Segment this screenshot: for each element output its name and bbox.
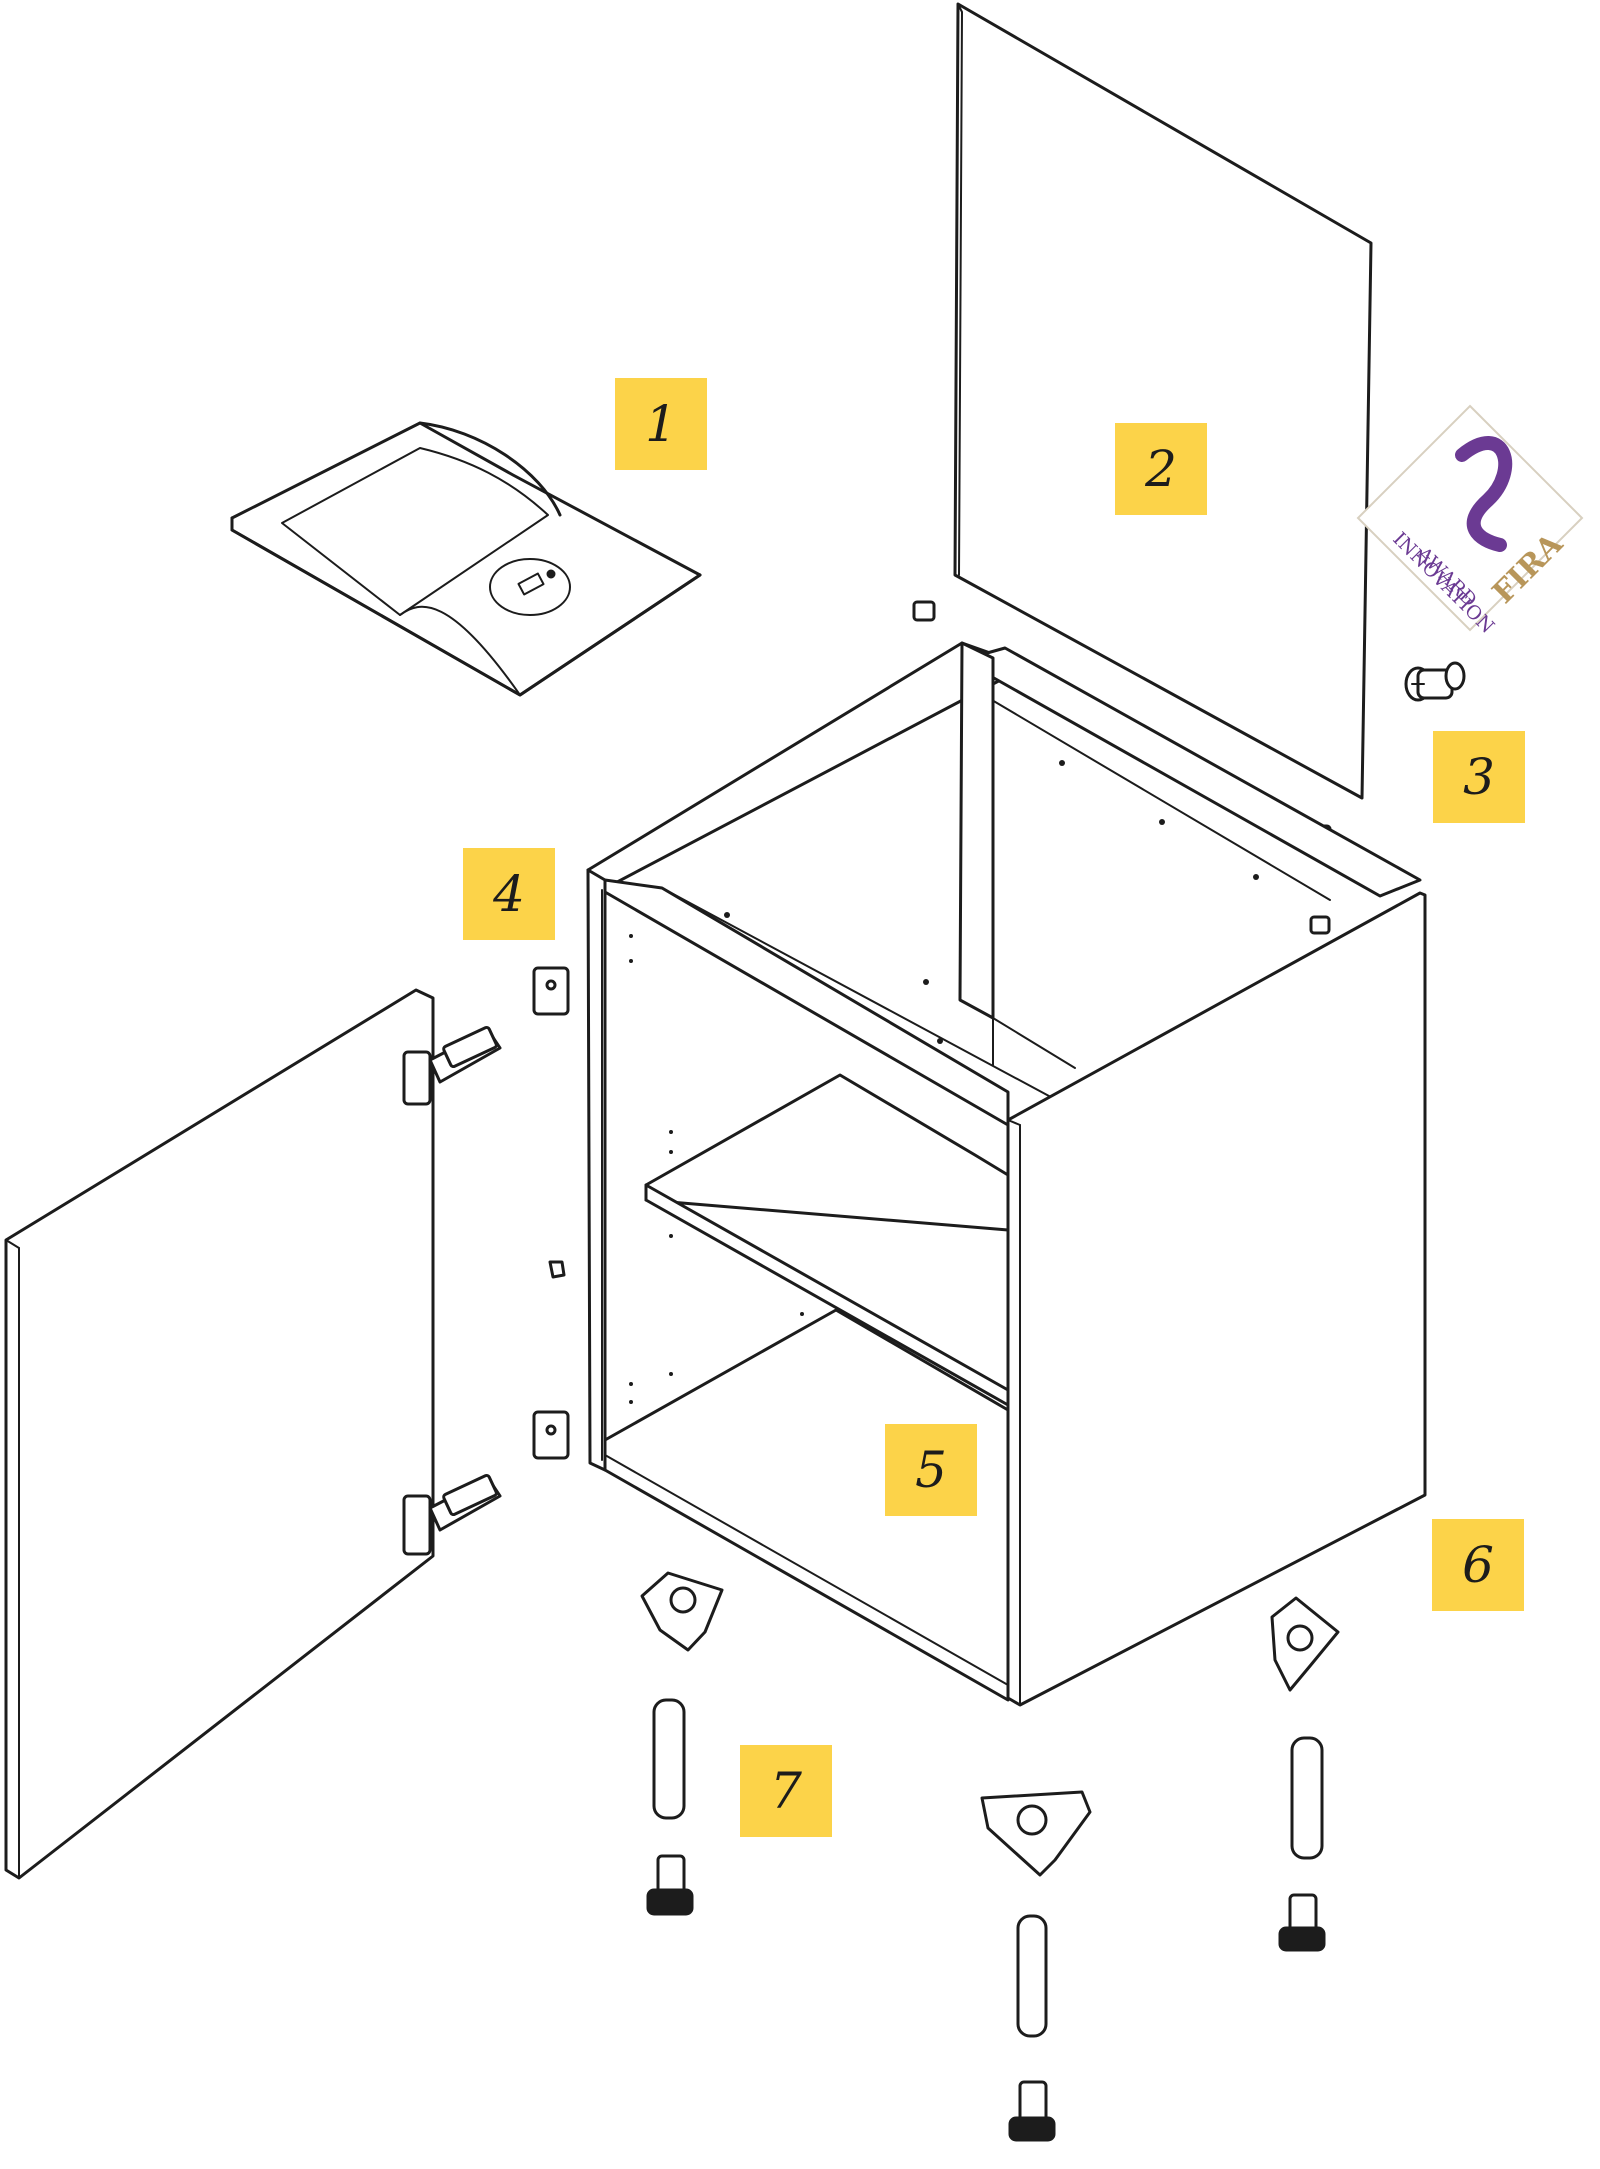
adjustable-feet bbox=[646, 1854, 1326, 2142]
hinges bbox=[402, 966, 570, 1556]
cam-screw-part bbox=[1404, 661, 1466, 702]
part-label-1: 1 bbox=[615, 378, 707, 470]
door-part bbox=[4, 988, 435, 1880]
instruction-booklet-part bbox=[230, 421, 702, 697]
leg-brackets bbox=[640, 1571, 1340, 1877]
part-label-5: 5 bbox=[885, 1424, 977, 1516]
fira-award-logo: INNOVATION AWARD FIRA bbox=[1356, 404, 1584, 638]
cabinet-carcass-part bbox=[586, 641, 1427, 1707]
part-label-6: 6 bbox=[1432, 1519, 1524, 1611]
part-label-3: 3 bbox=[1433, 731, 1525, 823]
legs bbox=[652, 1698, 1324, 2038]
part-label-7: 7 bbox=[740, 1745, 832, 1837]
back-panel-part bbox=[953, 2, 1373, 800]
part-label-2: 2 bbox=[1115, 423, 1207, 515]
part-label-4: 4 bbox=[463, 848, 555, 940]
